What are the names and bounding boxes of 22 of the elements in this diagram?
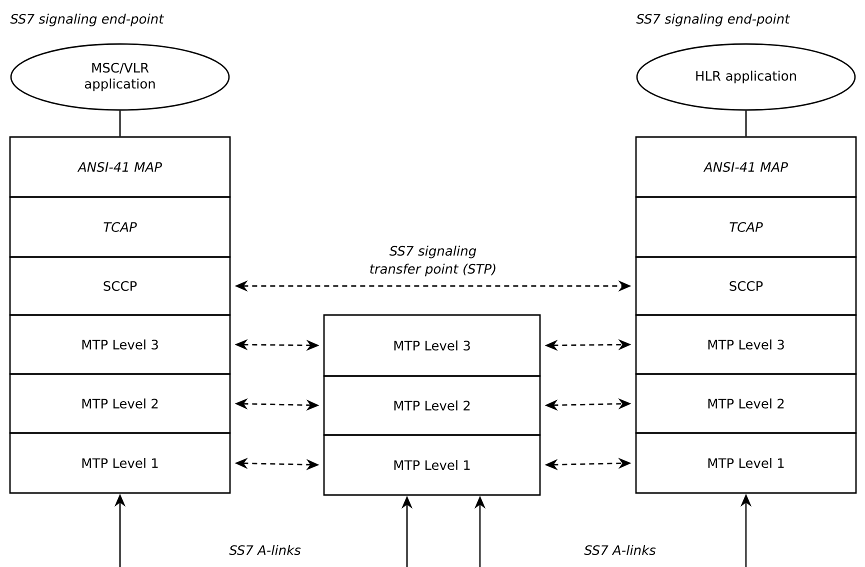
protocol-layer-box: MTP Level 1 [635,432,857,494]
protocol-layer-box: MTP Level 2 [9,373,231,434]
connector-line [745,110,747,136]
caption-text: SS7 signaling transfer point (STP) [370,246,496,276]
protocol-layer-box: MTP Level 1 [323,434,541,496]
protocol-layer-box: SCCP [635,256,857,316]
protocol-layer-box: SCCP [9,256,231,316]
caption-text: SS7 A-links [584,544,656,556]
protocol-layer-box: MTP Level 3 [9,314,231,375]
protocol-layer-box: MTP Level 2 [323,375,541,436]
caption-text: SS7 signaling end-point [10,14,164,26]
protocol-layer-box: MTP Level 1 [9,432,231,494]
caption-text: SS7 signaling end-point [636,14,790,26]
protocol-layer-box: MTP Level 3 [323,314,541,377]
connector-line [119,110,121,136]
protocol-layer-box: TCAP [9,196,231,258]
protocol-layer-box: TCAP [635,196,857,258]
protocol-layer-box: MTP Level 3 [635,314,857,375]
protocol-layer-box: MTP Level 2 [635,373,857,434]
caption-text: SS7 A-links [229,544,301,556]
protocol-layer-box: ANSI-41 MAP [9,136,231,198]
protocol-layer-box: ANSI-41 MAP [635,136,857,198]
